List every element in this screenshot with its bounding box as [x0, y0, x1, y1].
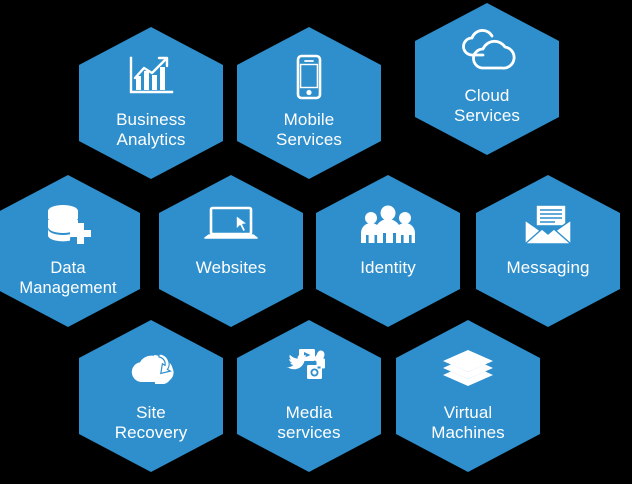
hex-label-mobile-services: Mobile Services [276, 110, 342, 149]
envelope-letter-icon [517, 201, 579, 249]
cloud-refresh-icon [120, 346, 182, 394]
hex-cell-site-recovery[interactable]: Site Recovery [79, 320, 223, 472]
hex-label-messaging: Messaging [506, 258, 590, 277]
hex-label-identity: Identity [360, 258, 416, 277]
smartphone-icon [278, 53, 340, 101]
bar-chart-growth-icon [120, 53, 182, 101]
stacked-layers-icon [437, 346, 499, 394]
hex-label-media-services: Media services [277, 403, 341, 442]
hex-label-data-management: Data Management [19, 259, 117, 297]
hex-cell-messaging[interactable]: Messaging [476, 175, 620, 327]
hex-cell-identity[interactable]: Identity [316, 175, 460, 327]
laptop-cursor-icon [200, 201, 262, 249]
double-cloud-icon [456, 29, 518, 77]
database-plus-icon [37, 201, 99, 249]
hex-label-site-recovery: Site Recovery [114, 403, 188, 442]
hex-cell-virtual-machines[interactable]: Virtual Machines [396, 320, 540, 472]
hex-label-websites: Websites [195, 258, 267, 277]
hex-cell-media-services[interactable]: Media services [237, 320, 381, 472]
hex-cell-mobile-services[interactable]: Mobile Services [237, 27, 381, 179]
hex-cell-data-management[interactable]: Data Management [0, 175, 140, 327]
hex-cell-websites[interactable]: Websites [159, 175, 303, 327]
hex-label-cloud-services: Cloud Services [454, 86, 520, 125]
hex-label-virtual-machines: Virtual Machines [431, 403, 505, 442]
hex-cell-cloud-services[interactable]: Cloud Services [415, 3, 559, 155]
hex-cell-business-analytics[interactable]: Business Analytics [79, 27, 223, 179]
hex-label-business-analytics: Business Analytics [116, 110, 186, 149]
social-media-icon [278, 346, 340, 394]
people-group-icon [357, 201, 419, 249]
